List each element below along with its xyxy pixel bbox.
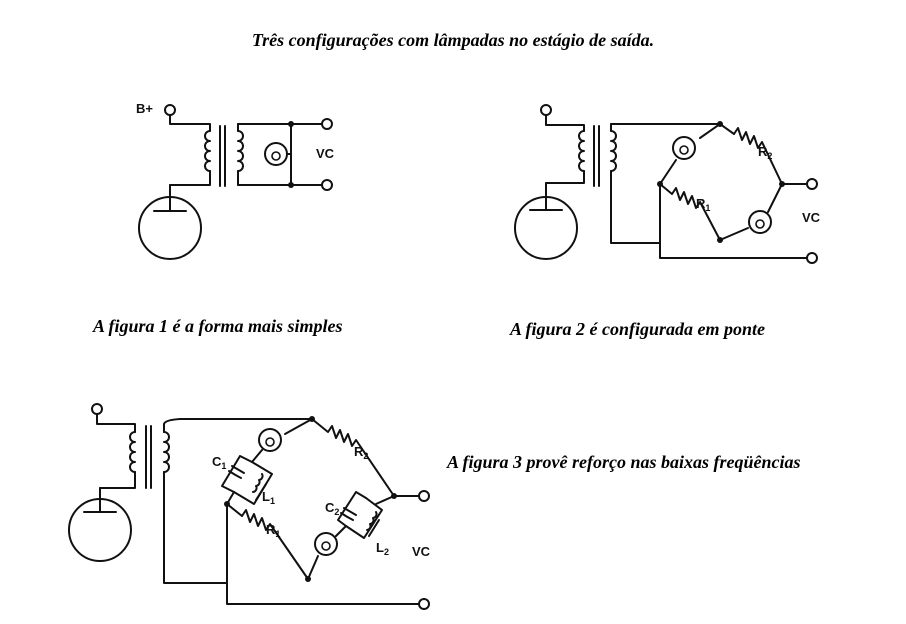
svg-text:L1: L1 bbox=[262, 489, 275, 506]
figure-2-lamp-icon-2 bbox=[748, 210, 772, 234]
figure-2-output-terminal-top bbox=[806, 178, 818, 190]
figure-1-supply-terminal bbox=[164, 104, 176, 116]
svg-text:C2: C2 bbox=[325, 500, 339, 517]
figure-3-c1-subscript: 1 bbox=[221, 461, 226, 471]
figure-3-l2-subscript: 2 bbox=[384, 547, 389, 557]
figure-3-supply-terminal bbox=[91, 403, 103, 415]
figure-3-c2-label: C bbox=[325, 500, 335, 515]
figure-3-lc-tank-2 bbox=[337, 491, 383, 539]
figure-1-output-label: VC bbox=[316, 146, 335, 161]
figure-3-lamp-icon-1 bbox=[258, 428, 282, 452]
figure-3-resistor-r1 bbox=[226, 503, 309, 580]
figure-1-transformer bbox=[169, 114, 244, 187]
figure-3-l1-label: L bbox=[262, 489, 270, 504]
svg-text:R1: R1 bbox=[266, 522, 280, 539]
figure-1-caption: A figura 1 é a forma mais simples bbox=[93, 316, 343, 336]
figure-2-output-terminal-bottom bbox=[806, 252, 818, 264]
figure-3-output-label: VC bbox=[412, 544, 431, 559]
figure-2-resistor-r1 bbox=[659, 183, 721, 241]
figure-2-vacuum-tube bbox=[514, 182, 578, 260]
figure-3-lamp-icon-2 bbox=[314, 532, 338, 556]
figure-3-c2-subscript: 2 bbox=[334, 507, 339, 517]
figure-3-circuit: C1 L1 R2 R1 C2 L2 VC bbox=[68, 403, 431, 610]
figure-3-l2-label: L bbox=[376, 540, 384, 555]
figure-1-circuit: B+ VC bbox=[136, 101, 335, 260]
figure-1-supply-label: B+ bbox=[136, 101, 153, 116]
figure-2-r1-subscript: 1 bbox=[705, 203, 710, 213]
svg-text:R1: R1 bbox=[696, 196, 710, 213]
figure-3-resistor-r2 bbox=[311, 418, 395, 497]
figure-3-l1-subscript: 1 bbox=[270, 496, 275, 506]
figure-2-caption: A figura 2 é configurada em ponte bbox=[510, 319, 766, 339]
figure-2-r2-label: R bbox=[758, 144, 768, 159]
figure-2-output-label: VC bbox=[802, 210, 821, 225]
figure-2-r2-subscript: 2 bbox=[767, 151, 772, 161]
figure-3-lc-tank-1 bbox=[221, 455, 273, 505]
figure-2-transformer bbox=[545, 114, 661, 244]
figure-3-output-terminal-bottom bbox=[418, 598, 430, 610]
svg-text:L2: L2 bbox=[376, 540, 389, 557]
figure-1-lamp-icon bbox=[264, 142, 292, 166]
figure-1-output-terminal-top bbox=[321, 118, 333, 130]
svg-text:C1: C1 bbox=[212, 454, 226, 471]
figure-2-r1-label: R bbox=[696, 196, 706, 211]
figure-2-lamp-icon-1 bbox=[672, 136, 696, 160]
figure-3-caption: A figura 3 provê reforço nas baixas freq… bbox=[447, 452, 801, 472]
figure-3-vacuum-tube bbox=[68, 487, 132, 562]
figure-2-circuit: R2 R1 VC bbox=[514, 104, 821, 264]
figure-3-c1-label: C bbox=[212, 454, 222, 469]
svg-text:R2: R2 bbox=[354, 444, 368, 461]
figure-3-transformer bbox=[96, 413, 228, 584]
figure-2-resistor-r2 bbox=[719, 123, 783, 185]
figure-3-r1-subscript: 1 bbox=[275, 529, 280, 539]
figure-3-r1-label: R bbox=[266, 522, 276, 537]
figure-3-output-terminal-top bbox=[418, 490, 430, 502]
figure-3-r2-subscript: 2 bbox=[363, 451, 368, 461]
figure-1-vacuum-tube bbox=[138, 184, 202, 260]
svg-text:R2: R2 bbox=[758, 144, 772, 161]
figure-1-output-terminal-bottom bbox=[321, 179, 333, 191]
page-title: Três configurações com lâmpadas no estág… bbox=[251, 30, 655, 50]
figure-2-supply-terminal bbox=[540, 104, 552, 116]
figure-3-r2-label: R bbox=[354, 444, 364, 459]
